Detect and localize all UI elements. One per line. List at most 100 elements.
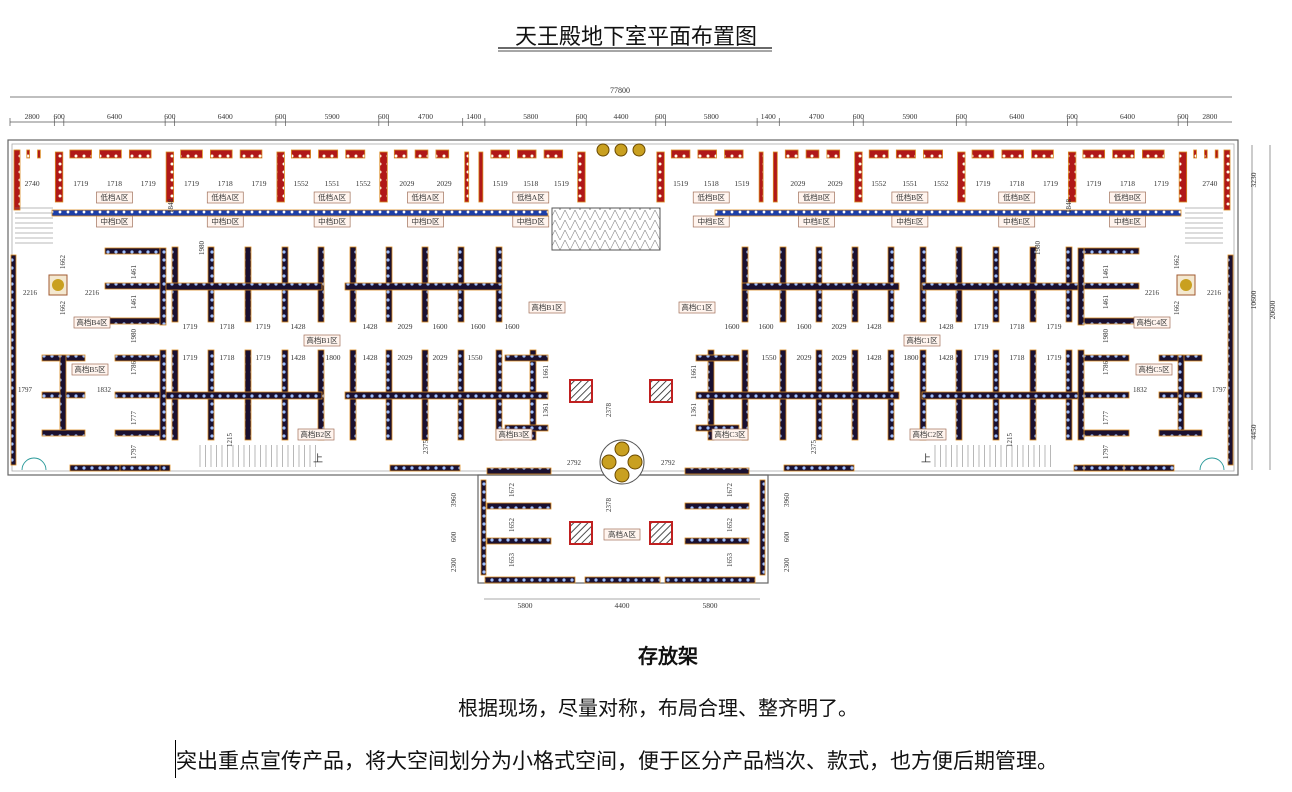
- bay-dimension: 1718: [1120, 179, 1135, 188]
- caption-heading: 存放架: [638, 644, 698, 668]
- top-dimension: 4700: [418, 112, 433, 121]
- top-dimension: 4400: [614, 112, 629, 121]
- zone-tag-box: [678, 301, 716, 314]
- shelf: [1083, 391, 1130, 399]
- shelf-dimension: 2029: [832, 322, 847, 331]
- shelf-dimension: 1719: [183, 353, 198, 362]
- shelf: [10, 254, 17, 466]
- zone-label-low: 低档A区: [517, 192, 545, 202]
- bay-dimension: 2029: [790, 179, 805, 188]
- shelf-dimension: 1428: [867, 353, 882, 362]
- annotation-dimension: 2375: [422, 440, 430, 455]
- bay-dimension: 1519: [734, 179, 749, 188]
- sculpture-icon: [52, 279, 64, 291]
- shelf: [486, 502, 552, 510]
- annotation-dimension: 1662: [1173, 301, 1181, 316]
- zone-tag-box: [1133, 316, 1171, 329]
- shelf: [1227, 254, 1234, 466]
- shelf: [1082, 149, 1106, 159]
- zone-label-high: 高档C5区: [1138, 364, 1170, 374]
- shelf: [379, 151, 388, 203]
- shelf: [414, 149, 429, 159]
- shelf: [664, 576, 756, 584]
- zone-tag-box: [73, 316, 111, 329]
- pillar: [569, 521, 593, 545]
- zone-label-low: 低档B区: [1003, 192, 1031, 202]
- annotation-dimension: 1797: [18, 386, 33, 394]
- shelf: [69, 149, 92, 159]
- shelf: [577, 151, 586, 203]
- sculpture-icon: [632, 143, 646, 157]
- shelf: [684, 537, 750, 545]
- shelf: [164, 391, 323, 400]
- zone-label-mid: 中档D区: [517, 216, 545, 226]
- shelf: [393, 149, 408, 159]
- zone-label-high: 高档B1区: [306, 335, 338, 345]
- bay-dimension: 1718: [218, 179, 233, 188]
- shelf: [435, 149, 450, 159]
- shelf: [180, 149, 203, 159]
- shelf: [484, 576, 576, 584]
- shelf-dimension: 1600: [471, 322, 486, 331]
- shelf: [345, 149, 366, 159]
- bay-dimension: 1551: [902, 179, 917, 188]
- annotation-dimension: 2216: [23, 289, 38, 297]
- bottom-dimension: 5800: [703, 601, 718, 610]
- shelf: [517, 149, 537, 159]
- shelf: [54, 151, 64, 203]
- top-dimension: 1400: [761, 112, 776, 121]
- annotation-dimension: 1980: [198, 241, 206, 256]
- annotation-dimension: 1777: [1102, 411, 1110, 426]
- bay-dimension: 1552: [871, 179, 886, 188]
- annotation-dimension: 1786: [130, 361, 138, 376]
- bay-dimension: 2740: [1202, 179, 1217, 188]
- zone-tag-box: [603, 528, 641, 541]
- top-dimension: 6400: [218, 112, 233, 121]
- shelf: [656, 151, 665, 203]
- shelf-dimension: 1600: [759, 322, 774, 331]
- top-dimension: 2800: [25, 112, 40, 121]
- zone-label-high: 高档C1区: [681, 302, 713, 312]
- annotation-dimension: 1361: [690, 403, 698, 418]
- shelf: [1142, 149, 1165, 159]
- annotation-dimension: 1848: [167, 199, 175, 214]
- annotation-dimension: 1652: [508, 518, 516, 533]
- zone-label-mid: 中档E区: [803, 216, 831, 226]
- annotation-dimension: 1672: [508, 483, 516, 498]
- shelf: [724, 149, 744, 159]
- shelf: [684, 467, 750, 475]
- zone-tag-box: [711, 428, 749, 441]
- shelf: [695, 391, 900, 400]
- shelf: [1077, 247, 1085, 326]
- shelf: [164, 282, 323, 291]
- annotation-dimension: 1215: [226, 433, 234, 448]
- door-icon: [1199, 457, 1225, 471]
- pillar: [649, 379, 673, 403]
- zone-label-mid: 中档E区: [1003, 216, 1031, 226]
- bay-dimension: 1552: [293, 179, 308, 188]
- zone-tag-box: [512, 191, 550, 204]
- annotation-dimension: 1461: [130, 265, 138, 280]
- zone-tag-box: [1135, 363, 1173, 376]
- bottom-dimension: 4400: [615, 601, 630, 610]
- shelf: [104, 247, 161, 255]
- zone-tag-box: [528, 301, 566, 314]
- zone-tag-box: [909, 428, 947, 441]
- shelf: [784, 149, 799, 159]
- building-outline: [7, 139, 1239, 476]
- shelf: [1031, 149, 1054, 159]
- shelf: [464, 151, 470, 203]
- top-dimension: 600: [378, 112, 390, 121]
- annotation-dimension: 2378: [605, 498, 613, 513]
- top-dimension: 5800: [704, 112, 719, 121]
- shelf: [759, 479, 766, 576]
- shelf: [119, 464, 161, 472]
- shelf: [714, 209, 1182, 217]
- shelf: [1177, 354, 1185, 431]
- zone-tag-box: [1109, 191, 1146, 204]
- shelf: [895, 149, 916, 159]
- annotation-dimension: 1832: [1133, 386, 1148, 394]
- zone-label-mid: 中档D区: [101, 216, 129, 226]
- zone-tag-box: [206, 191, 244, 204]
- annotation-dimension: 1980: [1102, 329, 1110, 344]
